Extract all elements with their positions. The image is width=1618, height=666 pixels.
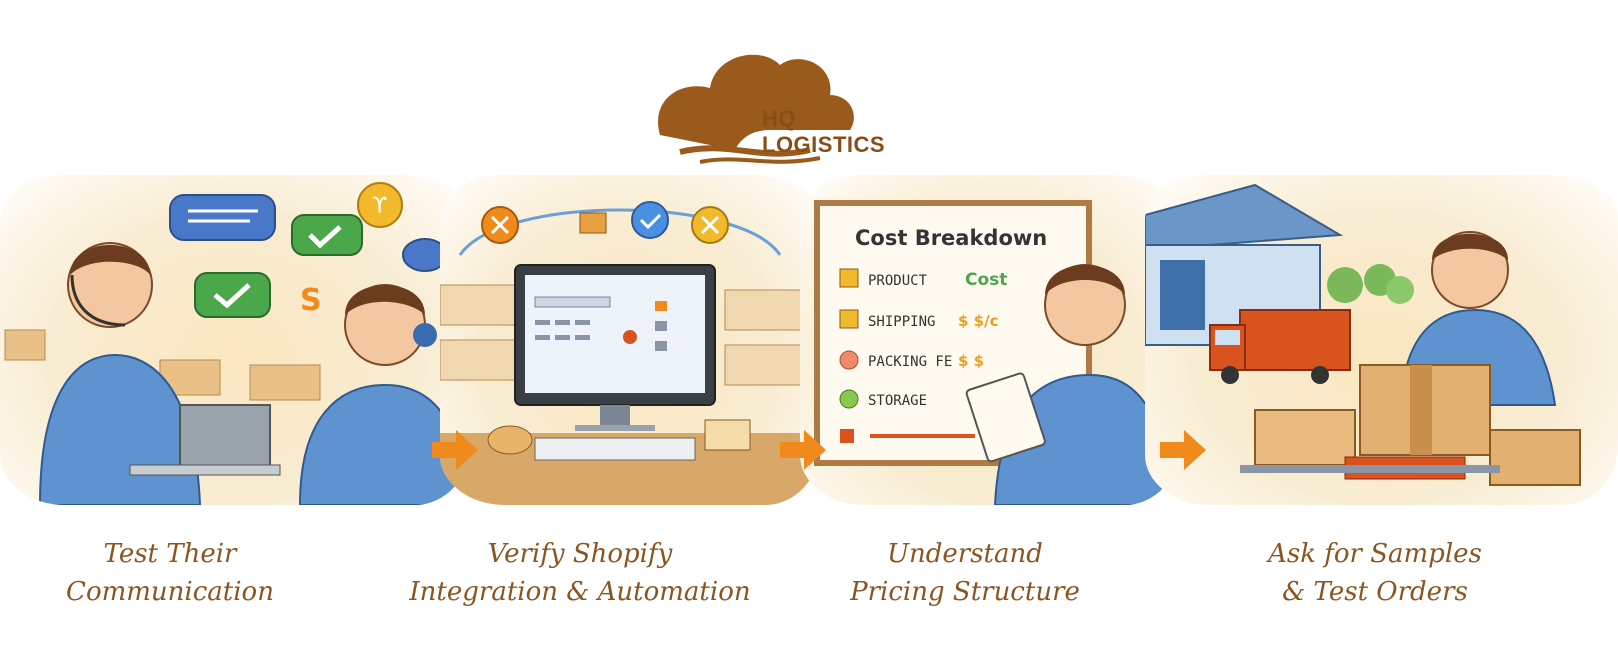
caption-line: Communication <box>66 577 274 607</box>
sync-icon <box>579 212 607 234</box>
step-caption-samples: Ask for Samples & Test Orders <box>1240 535 1510 611</box>
caption-line: Understand <box>887 539 1043 569</box>
caption-line: & Test Orders <box>1282 577 1468 607</box>
caption-line: Test Their <box>103 539 237 569</box>
cloud-logo-icon <box>658 54 854 164</box>
svg-text:PRODUCT: PRODUCT <box>868 273 928 289</box>
caption-line: Verify Shopify <box>487 539 673 569</box>
tablet-icon <box>965 372 1046 463</box>
laptop-icon <box>129 404 281 476</box>
step-caption-pricing: Understand Pricing Structure <box>820 535 1110 611</box>
panel-pricing: Cost Breakdown PRODUCT Cost SHIPPING $ $… <box>800 175 1180 505</box>
idea-bubble-icon <box>357 182 403 228</box>
svg-text:Cost: Cost <box>965 270 1007 290</box>
cost-row: STORAGE <box>839 389 927 409</box>
caption-line: Integration & Automation <box>409 577 751 607</box>
brand-logo: HQ LOGISTICS <box>650 40 910 170</box>
delivery-truck-icon <box>1209 309 1351 384</box>
panel-communication: ϒ S <box>0 175 470 505</box>
check-circle-icon <box>631 201 669 239</box>
brand-name: HQ LOGISTICS <box>762 106 886 157</box>
panel-integration <box>440 175 820 505</box>
arrow-right-icon <box>780 430 826 470</box>
keyboard-icon <box>534 437 696 461</box>
package-boxes-icon <box>1240 364 1581 486</box>
step-caption-communication: Test Their Communication <box>40 535 300 611</box>
svg-text:PACKING FE: PACKING FE <box>868 354 952 370</box>
svg-text:ϒ: ϒ <box>372 194 387 219</box>
support-agent-right <box>298 284 470 505</box>
cost-row: PACKING FE $ $ <box>839 350 984 370</box>
step-caption-integration: Verify Shopify Integration & Automation <box>395 535 765 611</box>
cost-row: PRODUCT Cost <box>839 268 1007 290</box>
svg-text:$ $/c: $ $/c <box>958 312 998 330</box>
computer-monitor-icon <box>514 264 716 431</box>
cost-board-title: Cost Breakdown <box>855 226 1047 250</box>
message-bubble-icon <box>169 194 276 241</box>
svg-text:SHIPPING: SHIPPING <box>868 314 935 330</box>
svg-text:S: S <box>300 283 322 318</box>
caption-line: Pricing Structure <box>850 577 1080 607</box>
arrow-right-icon <box>1160 430 1206 470</box>
panel-samples <box>1145 175 1618 505</box>
svg-text:$ $: $ $ <box>958 352 984 370</box>
check-bubble-icon <box>194 214 363 318</box>
svg-text:STORAGE: STORAGE <box>868 393 927 409</box>
cost-row: SHIPPING $ $/c <box>839 309 998 330</box>
caption-line: Ask for Samples <box>1268 539 1482 569</box>
arrow-right-icon <box>432 430 478 470</box>
analyst-person <box>965 264 1172 505</box>
